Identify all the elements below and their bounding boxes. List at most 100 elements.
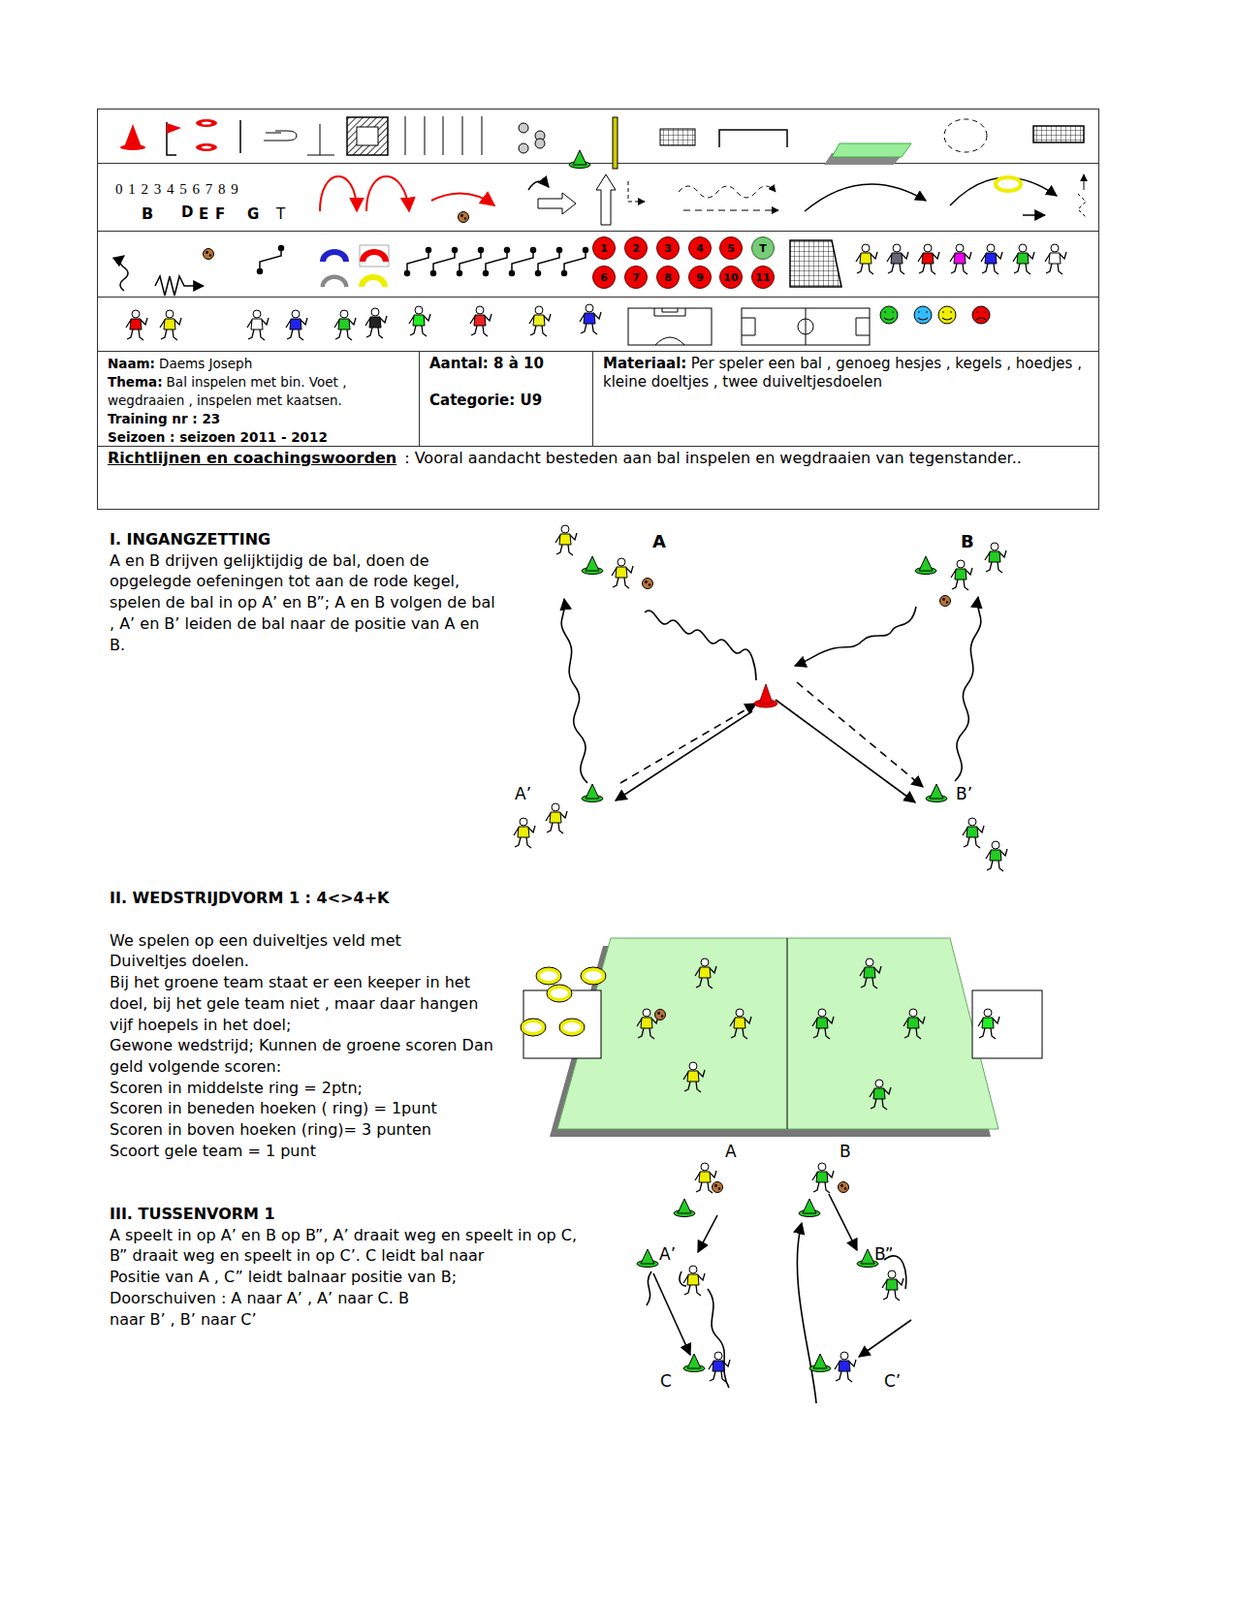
diagram-label: T xyxy=(276,203,286,225)
drawing-ellipse xyxy=(538,969,560,983)
drawing-path xyxy=(564,250,586,274)
section-text: Scoren in beneden hoeken ( ring) = 1punt xyxy=(109,1098,512,1120)
field-name: Thema: xyxy=(107,374,163,390)
info-cell: Richtlijnen en coachingswoorden: Vooral … xyxy=(96,445,1100,510)
drawing-use xyxy=(981,244,1003,275)
drawing-path xyxy=(362,252,386,262)
section-heading: II. WEDSTRIJDVORM 1 : 4<>4+K xyxy=(109,887,512,910)
drawing-ellipse xyxy=(944,119,987,153)
drawing-path xyxy=(646,1271,652,1306)
field-value: Daems Joseph xyxy=(158,355,253,372)
drawing-circle xyxy=(583,248,589,254)
drawing-path xyxy=(954,597,982,782)
info-cell: Naam:Daems JosephThema:Bal inspelen met … xyxy=(96,350,420,447)
drawing-path xyxy=(433,250,455,274)
drawing-ellipse xyxy=(561,1020,583,1035)
section-heading: III. TUSSENVORM 1 xyxy=(109,1204,577,1226)
drawing-path xyxy=(511,250,534,274)
drawing-rect xyxy=(97,109,1100,352)
drawing-circle xyxy=(880,306,898,324)
diagram-label: C xyxy=(660,1370,672,1393)
drawing-path xyxy=(459,250,481,274)
drawing-circle xyxy=(457,271,463,277)
drawing-rect xyxy=(660,128,696,146)
drawing-use xyxy=(915,556,937,575)
diagram-label: A’ xyxy=(514,783,532,805)
drawing-use xyxy=(984,542,1007,573)
drawing-ellipse xyxy=(536,967,562,985)
drawing-path xyxy=(719,129,788,148)
drawing-path xyxy=(307,124,335,156)
section-text: Scoort gele team = 1 punt xyxy=(109,1140,512,1163)
drawing-ellipse xyxy=(201,122,212,126)
drawing-g xyxy=(561,597,982,803)
info-cell: Materiaal:Per speler een bal , genoeg he… xyxy=(592,350,1100,447)
number-circle: 6 xyxy=(592,265,616,289)
drawing-use xyxy=(285,310,308,341)
drawing-use xyxy=(334,310,356,341)
drawing-rect xyxy=(347,117,388,156)
drawing-path xyxy=(775,699,916,803)
drawing-circle xyxy=(518,123,529,133)
drawing-use xyxy=(555,525,577,556)
drawing-path xyxy=(120,255,128,291)
drawing-use xyxy=(834,1352,856,1383)
drawing-use xyxy=(712,1182,724,1194)
drawing-path xyxy=(697,1215,718,1253)
drawing-use xyxy=(1013,244,1035,275)
drawing-use xyxy=(855,244,878,275)
field-name: Training nr : 23 xyxy=(107,411,221,427)
drawing-ellipse xyxy=(580,967,606,985)
drawing-path xyxy=(796,682,923,788)
number-circle: 11 xyxy=(751,265,775,289)
drawing-use xyxy=(529,306,551,337)
drawing-path xyxy=(538,250,560,274)
drawing-use xyxy=(126,310,148,341)
section-text: A speelt in op A’ en B op B”, A’ draait … xyxy=(109,1225,577,1247)
guideline-text: : Vooral aandacht besteden aan bal inspe… xyxy=(404,448,1022,468)
drawing-use xyxy=(642,578,654,590)
diagram-label: A’ xyxy=(659,1243,676,1266)
section-text: Doorschuiven : A naar A’ , A’ naar C. B … xyxy=(109,1288,440,1331)
cell-line: Training nr : 23 xyxy=(107,410,410,429)
field-name: Seizoen : seizoen 2011 - 2012 xyxy=(107,429,328,445)
drawing-use xyxy=(708,1352,730,1383)
drawing-use xyxy=(838,1182,850,1194)
text-column: I. INGANGZETTINGA en B drijven gelijktij… xyxy=(109,529,498,656)
drawing-use xyxy=(683,1062,705,1093)
drawing-g xyxy=(884,312,986,320)
drawing-use xyxy=(683,1354,705,1373)
number-circle: 10 xyxy=(719,265,743,289)
drawing-path xyxy=(239,120,242,154)
drawing-circle xyxy=(531,248,537,254)
drawing-path xyxy=(683,210,779,212)
diagram-label: C’ xyxy=(884,1370,901,1393)
drawing-path xyxy=(741,308,870,346)
drawing-path xyxy=(319,176,357,212)
drawing-path xyxy=(528,181,549,191)
circle-number: 3 xyxy=(664,242,672,255)
drawing-circle xyxy=(405,271,411,277)
drawing-circle xyxy=(518,143,529,154)
drawing-circle xyxy=(536,271,541,277)
drawing-path xyxy=(407,250,429,274)
drawing-use xyxy=(798,1199,821,1218)
diagram-label: B xyxy=(141,203,154,225)
drawing-use xyxy=(903,1009,925,1040)
number-circle: 3 xyxy=(656,236,680,260)
drawing-path xyxy=(950,177,1057,206)
drawing-circle xyxy=(797,318,814,335)
drawing-circle xyxy=(483,271,489,277)
drawing-path xyxy=(1022,214,1046,217)
drawing-circle xyxy=(279,246,285,252)
drawing-rect xyxy=(628,308,712,346)
number-circle: T xyxy=(751,236,775,260)
drawing-use xyxy=(655,1010,666,1021)
drawing-circle xyxy=(938,306,956,324)
diagram-label: F xyxy=(215,203,225,225)
drawing-use xyxy=(247,310,269,341)
drawing-path xyxy=(325,280,344,287)
diagram-label: B” xyxy=(874,1243,894,1266)
drawing-use xyxy=(458,212,470,223)
